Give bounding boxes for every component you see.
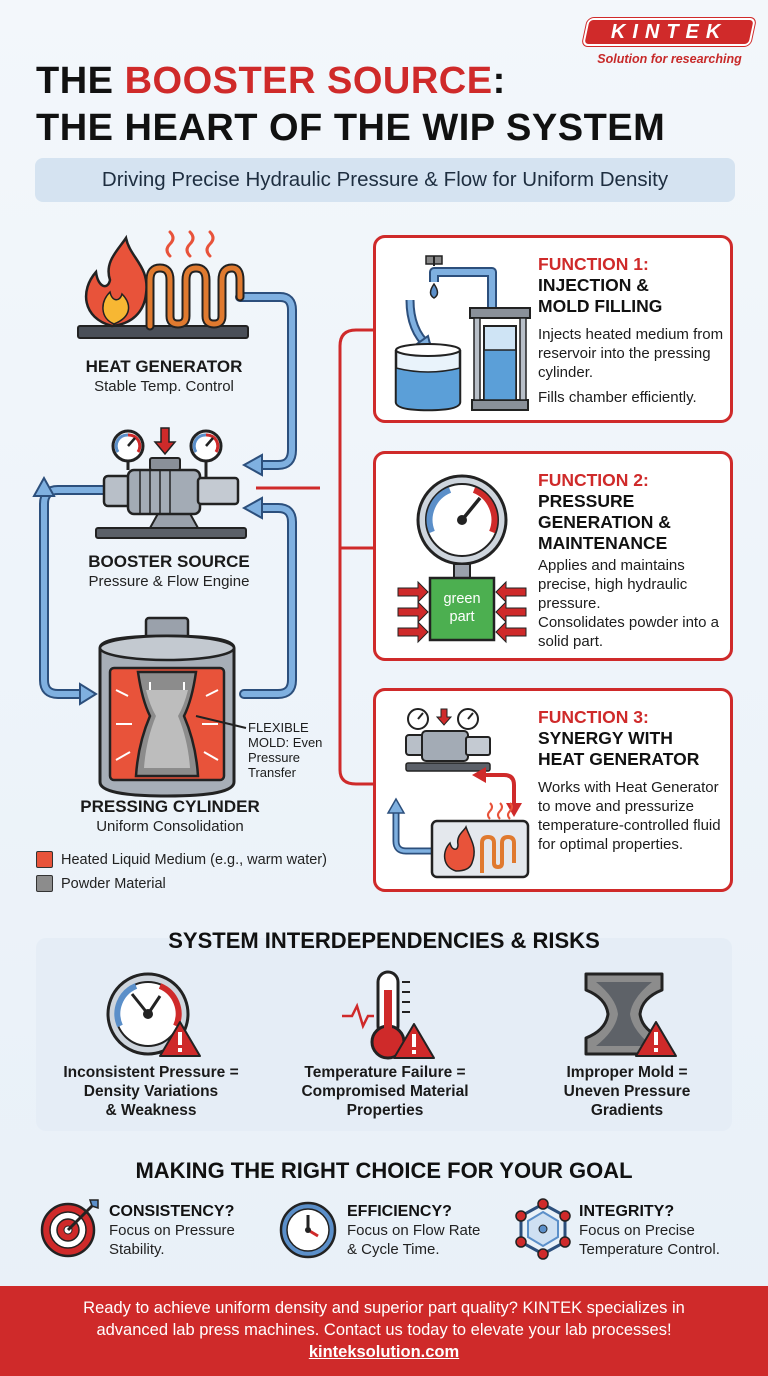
mold-callout: FLEXIBLE MOLD: Even Pressure Transfer — [248, 720, 323, 780]
clock-icon — [279, 1201, 337, 1259]
pressing-cylinder-subtitle: Uniform Consolidation — [96, 818, 244, 835]
choices-heading: MAKING THE RIGHT CHOICE FOR YOUR GOAL — [135, 1158, 633, 1183]
booster-source-subtitle: Pressure & Flow Engine — [88, 573, 250, 590]
system-flow-diagram — [32, 230, 297, 798]
pressure-gauge-warning-icon — [106, 972, 201, 1057]
function-card-3: FUNCTION 3: SYNERGY WITH HEAT GENERATOR … — [373, 688, 733, 892]
footer-cta: Ready to achieve uniform density and sup… — [0, 1286, 768, 1376]
page-subtitle: Driving Precise Hydraulic Pressure & Flo… — [35, 158, 735, 202]
legend-swatch-orange — [36, 851, 53, 868]
function-connectors — [256, 328, 373, 786]
risk-item-mold: Improper Mold = Uneven Pressure Gradient… — [563, 1064, 691, 1119]
function-card-1: FUNCTION 1: INJECTION & MOLD FILLING Inj… — [373, 235, 733, 423]
booster-pump-icon — [95, 427, 247, 539]
arrow-to-booster-icon — [241, 453, 263, 477]
injection-icon — [394, 255, 531, 412]
legend-heated-medium: Heated Liquid Medium (e.g., warm water) — [36, 851, 327, 868]
legend-swatch-gray — [36, 875, 53, 892]
heat-generator-icon — [77, 230, 249, 339]
legend-powder: Powder Material — [36, 875, 166, 892]
green-part-label: green part — [443, 591, 481, 625]
arrow-to-cylinder-icon — [79, 682, 98, 706]
synergy-icon — [386, 708, 530, 879]
pressing-cylinder-icon — [98, 616, 247, 798]
arrow-up-icon — [32, 475, 56, 497]
thermometer-warning-icon — [342, 970, 435, 1060]
risk-item-temperature: Temperature Failure = Compromised Materi… — [301, 1064, 469, 1119]
footer-website-link[interactable]: kinteksolution.com — [308, 1343, 460, 1361]
molecule-icon — [515, 1198, 571, 1260]
mold-warning-icon — [584, 972, 677, 1057]
choice-efficiency: EFFICIENCY? Focus on Flow Rate & Cycle T… — [347, 1203, 481, 1258]
heat-generator-subtitle: Stable Temp. Control — [94, 378, 234, 395]
page-title: THE BOOSTER SOURCE: THE HEART OF THE WIP… — [36, 60, 666, 149]
logo-tagline: Solution for researching — [597, 52, 742, 66]
pressing-cylinder-title: PRESSING CYLINDER — [80, 797, 260, 816]
pressure-gauge-part-icon — [397, 474, 527, 644]
function-card-2: green part FUNCTION 2: PRESSURE GENERATI… — [373, 451, 733, 661]
booster-source-title: BOOSTER SOURCE — [88, 552, 250, 571]
risk-item-pressure: Inconsistent Pressure = Density Variatio… — [63, 1064, 239, 1119]
risks-heading: SYSTEM INTERDEPENDENCIES & RISKS — [168, 928, 600, 953]
kintek-logo: KINTEK — [582, 18, 756, 46]
heat-generator-title: HEAT GENERATOR — [85, 357, 243, 376]
choice-integrity: INTEGRITY? Focus on Precise Temperature … — [579, 1203, 720, 1258]
target-icon — [40, 1199, 99, 1258]
choice-consistency: CONSISTENCY? Focus on Pressure Stability… — [109, 1203, 235, 1258]
